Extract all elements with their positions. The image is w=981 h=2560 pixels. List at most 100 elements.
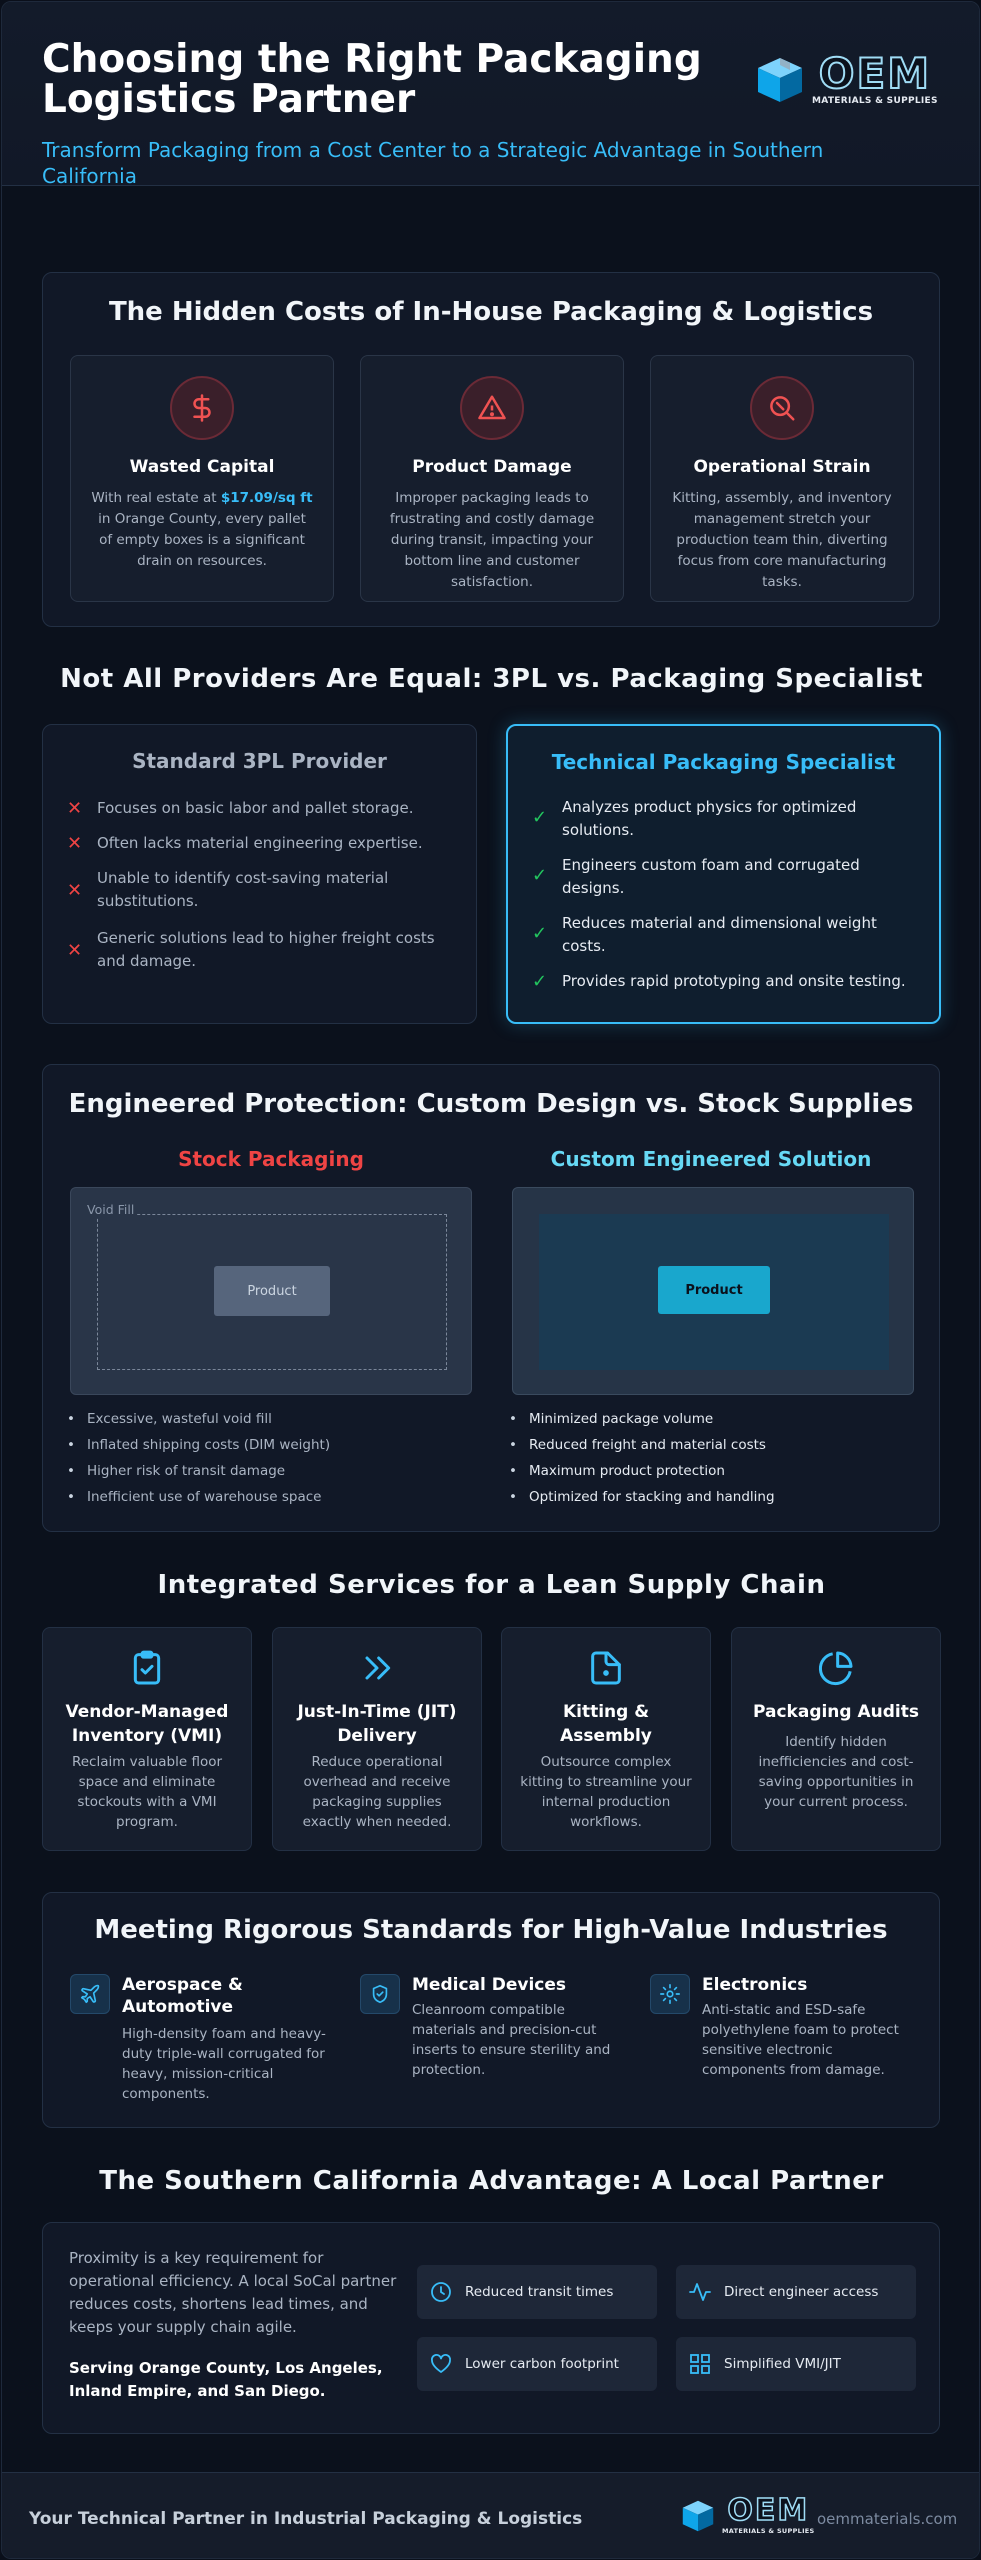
list-item: ✓Engineers custom foam and corrugated de… bbox=[532, 856, 860, 897]
dollar-icon bbox=[193, 394, 211, 422]
list-item: Higher risk of transit damage bbox=[67, 1458, 330, 1484]
grid-icon bbox=[690, 2354, 710, 2374]
custom-box-diagram: Product bbox=[512, 1187, 914, 1395]
local-panel: Proximity is a key requirement for opera… bbox=[42, 2222, 940, 2434]
service-title: Packaging Audits bbox=[752, 1702, 919, 1722]
page-subtitle-line2: California bbox=[42, 164, 137, 188]
industry-title: Aerospace & Automotive bbox=[122, 1975, 243, 2017]
technical-specialist-list: ✓Analyzes product physics for optimized … bbox=[532, 796, 915, 1005]
pie-chart-icon bbox=[818, 1651, 853, 1686]
list-item: Minimized package volume bbox=[509, 1406, 775, 1432]
industry-text: Cleanroom compatible materials and preci… bbox=[412, 2002, 611, 2078]
custom-product-box: Product bbox=[658, 1266, 770, 1314]
check-icon: ✓ bbox=[532, 865, 548, 886]
feature-simplified-vmi: Simplified VMI/JIT bbox=[676, 2337, 916, 2391]
feature-reduced-transit: Reduced transit times bbox=[417, 2265, 657, 2319]
heart-icon bbox=[431, 2354, 451, 2373]
local-text: Proximity is a key requirement for opera… bbox=[69, 2249, 397, 2336]
list-item: ✓Reduces material and dimensional weight… bbox=[532, 914, 877, 955]
void-fill-label: Void Fill bbox=[84, 1202, 138, 1217]
x-icon: ✕ bbox=[67, 880, 83, 901]
cost-card-operational-strain: Operational Strain Kitting, assembly, an… bbox=[650, 355, 914, 602]
list-item: ✓Provides rapid prototyping and onsite t… bbox=[532, 971, 906, 992]
check-icon: ✓ bbox=[532, 971, 548, 992]
cube-logo-icon bbox=[758, 58, 802, 102]
warning-icon bbox=[478, 395, 506, 420]
void-fill-area bbox=[97, 1214, 447, 1370]
logo-wordmark: OEM bbox=[727, 2493, 810, 2528]
cube-logo-icon bbox=[682, 2500, 714, 2532]
industry-text: High-density foam and heavy-duty triple-… bbox=[122, 2026, 326, 2102]
service-card-jit: Just-In-Time (JIT)Delivery Reduce operat… bbox=[272, 1627, 482, 1851]
list-item: ✕Focuses on basic labor and pallet stora… bbox=[67, 798, 414, 819]
services-title: Integrated Services for a Lean Supply Ch… bbox=[157, 1570, 826, 1600]
industry-text: Anti-static and ESD-safe polyethylene fo… bbox=[702, 2002, 899, 2078]
list-item: ✕Often lacks material engineering expert… bbox=[67, 833, 423, 854]
industry-title: Electronics bbox=[702, 1975, 808, 1995]
double-chevron-icon bbox=[365, 1656, 391, 1680]
standard-3pl-list: ✕Focuses on basic labor and pallet stora… bbox=[67, 797, 452, 987]
stock-bullets: Excessive, wasteful void fill Inflated s… bbox=[67, 1406, 330, 1510]
service-title: Kitting &Assembly bbox=[560, 1702, 652, 1746]
local-emphasis: Serving Orange County, Los Angeles, Inla… bbox=[69, 2359, 383, 2400]
list-item: ✕Unable to identify cost-saving material… bbox=[67, 869, 389, 910]
real-estate-price: $17.09/sq ft bbox=[220, 490, 313, 506]
feature-label: Lower carbon footprint bbox=[465, 2356, 619, 2372]
compare-title: Not All Providers Are Equal: 3PL vs. Pac… bbox=[60, 664, 923, 694]
clipboard-check-icon bbox=[133, 1650, 161, 1685]
stock-packaging-title: Stock Packaging bbox=[178, 1147, 364, 1171]
standard-3pl-title: Standard 3PL Provider bbox=[132, 749, 387, 773]
website-link[interactable]: oemmaterials.com bbox=[817, 2510, 958, 2528]
local-title: The Southern California Advantage: A Loc… bbox=[99, 2166, 884, 2196]
cost-card-product-damage: Product Damage Improper packaging leads … bbox=[360, 355, 624, 602]
service-text: Reclaim valuable floor space and elimina… bbox=[71, 1754, 223, 1830]
service-text: Reduce operational overhead and receive … bbox=[302, 1754, 452, 1830]
x-icon: ✕ bbox=[67, 798, 83, 819]
chip-icon bbox=[660, 1984, 680, 2004]
service-title: Just-In-Time (JIT)Delivery bbox=[297, 1702, 457, 1746]
page-title: Choosing the Right Packaging Logistics P… bbox=[42, 37, 702, 122]
hidden-costs-panel: The Hidden Costs of In-House Packaging &… bbox=[42, 272, 940, 627]
service-text: Identify hidden inefficiencies and cost-… bbox=[758, 1734, 914, 1810]
industry-title: Medical Devices bbox=[412, 1975, 567, 1995]
clock-icon bbox=[431, 2282, 451, 2302]
standard-3pl-panel: Standard 3PL Provider ✕Focuses on basic … bbox=[42, 724, 477, 1024]
stock-product-box: Product bbox=[214, 1266, 330, 1316]
list-item: ✕Generic solutions lead to higher freigh… bbox=[67, 929, 435, 970]
card-title: Operational Strain bbox=[693, 457, 871, 477]
feature-label: Reduced transit times bbox=[465, 2284, 614, 2300]
protection-title: Engineered Protection: Custom Design vs.… bbox=[68, 1089, 914, 1119]
feature-engineer-access: Direct engineer access bbox=[676, 2265, 916, 2319]
list-item: Optimized for stacking and handling bbox=[509, 1484, 775, 1510]
logo-tagline: MATERIALS & SUPPLIES bbox=[812, 96, 938, 106]
pulse-icon bbox=[689, 2283, 711, 2301]
footer-logo: OEM MATERIALS & SUPPLIES bbox=[680, 2493, 815, 2535]
custom-bullets: Minimized package volume Reduced freight… bbox=[509, 1406, 775, 1510]
list-item: Inflated shipping costs (DIM weight) bbox=[67, 1432, 330, 1458]
list-item: Reduced freight and material costs bbox=[509, 1432, 775, 1458]
card-text: Improper packaging leads to frustrating … bbox=[389, 490, 595, 590]
oem-logo: OEM MATERIALS & SUPPLIES bbox=[754, 49, 938, 106]
industries-title: Meeting Rigorous Standards for High-Valu… bbox=[94, 1915, 888, 1945]
list-item: Inefficient use of warehouse space bbox=[67, 1484, 330, 1510]
list-item: Maximum product protection bbox=[509, 1458, 775, 1484]
technical-specialist-title: Technical Packaging Specialist bbox=[551, 750, 896, 774]
check-icon: ✓ bbox=[532, 807, 548, 828]
service-text: Outsource complex kitting to streamline … bbox=[520, 1754, 692, 1830]
service-card-audits: Packaging Audits Identify hidden ineffic… bbox=[731, 1627, 941, 1851]
page-subtitle: Transform Packaging from a Cost Center t… bbox=[42, 138, 824, 162]
header: Choosing the Right Packaging Logistics P… bbox=[2, 2, 979, 188]
card-title: Wasted Capital bbox=[129, 457, 275, 477]
logo-wordmark: OEM bbox=[818, 49, 931, 98]
stock-box-diagram: Void Fill Product bbox=[70, 1187, 472, 1395]
service-card-kitting: Kitting &Assembly Outsource complex kitt… bbox=[501, 1627, 711, 1851]
custom-solution-title: Custom Engineered Solution bbox=[550, 1147, 872, 1171]
feature-label: Simplified VMI/JIT bbox=[724, 2356, 841, 2372]
card-text: Kitting, assembly, and inventory managem… bbox=[672, 490, 892, 590]
cost-card-wasted-capital: Wasted Capital With real estate at $17.0… bbox=[70, 355, 334, 602]
x-icon: ✕ bbox=[67, 833, 83, 854]
x-icon: ✕ bbox=[67, 940, 83, 961]
list-item: Excessive, wasteful void fill bbox=[67, 1406, 330, 1432]
